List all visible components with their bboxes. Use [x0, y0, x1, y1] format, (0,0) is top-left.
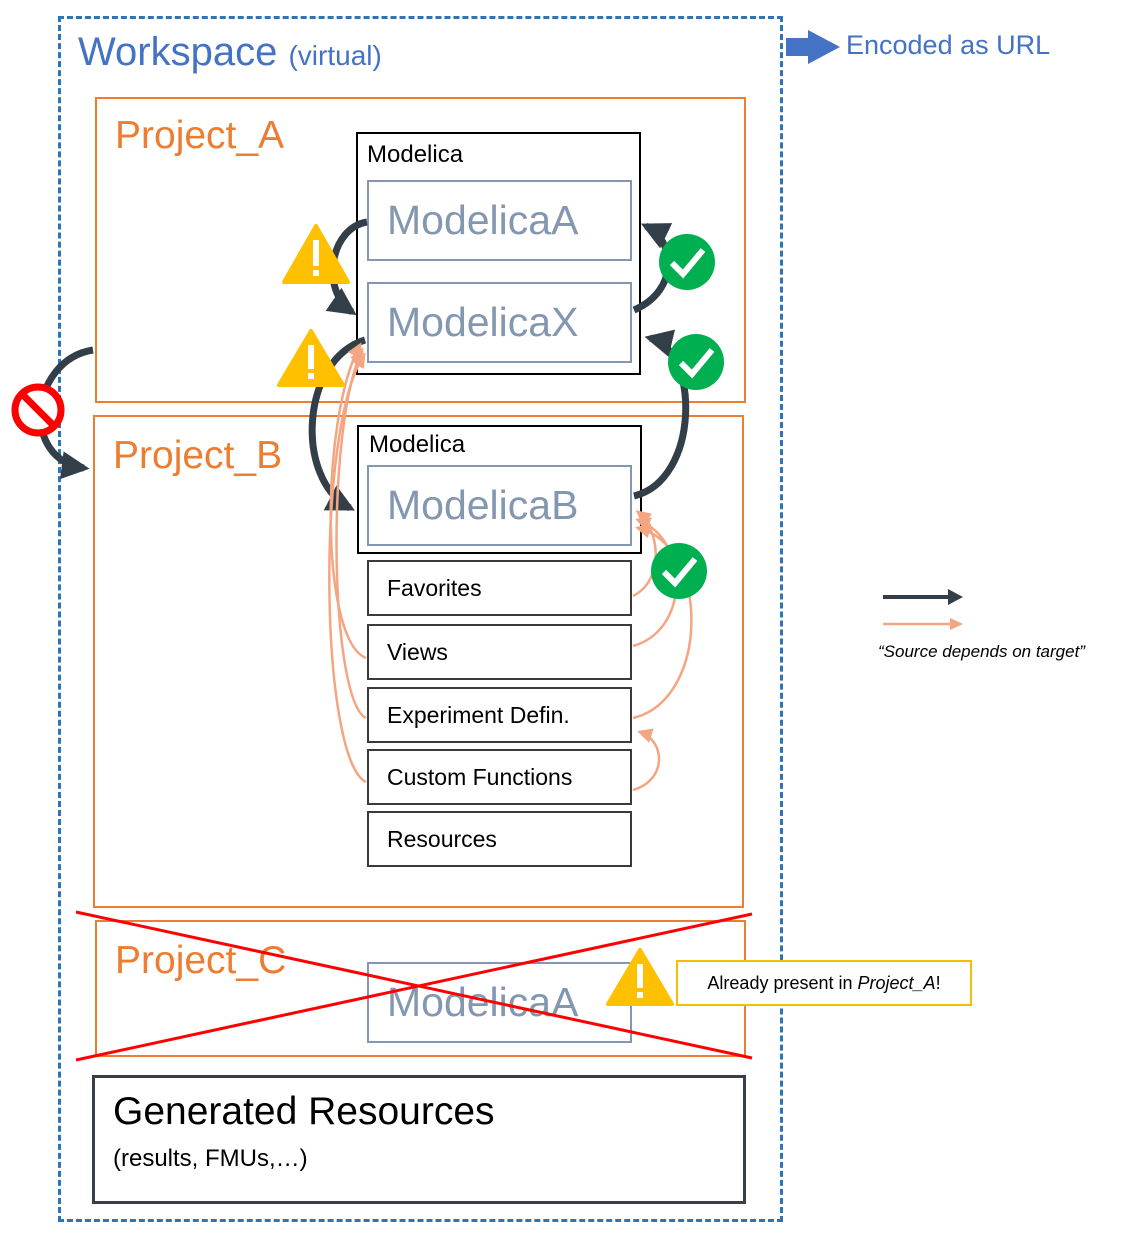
note-prefix: Already present in	[707, 972, 858, 993]
generated-resources-subtitle: (results, FMUs,…)	[113, 1145, 308, 1172]
package-modelica-b[interactable]: ModelicaB	[367, 465, 632, 546]
workspace-subtitle: (virtual)	[288, 40, 382, 71]
item-views[interactable]: Views	[367, 624, 632, 680]
project-c-title: Project_C	[115, 939, 287, 982]
workspace-frame	[58, 16, 783, 1222]
project-a-title: Project_A	[115, 114, 285, 157]
project-a-modelica-title: Modelica	[367, 141, 464, 168]
package-modelica-x[interactable]: ModelicaX	[367, 282, 632, 363]
item-experiment-definitions[interactable]: Experiment Defin.	[367, 687, 632, 743]
project-b-modelica-title: Modelica	[369, 431, 466, 458]
item-favorites[interactable]: Favorites	[367, 560, 632, 616]
duplicate-note: Already present in Project_A!	[676, 960, 972, 1006]
note-emphasis: Project_A	[857, 972, 936, 993]
item-resources[interactable]: Resources	[367, 811, 632, 867]
project-b-title: Project_B	[113, 434, 283, 477]
url-arrow-icon	[786, 30, 840, 64]
url-label: Encoded as URL	[846, 30, 1051, 60]
legend-arrows	[883, 589, 963, 630]
legend-caption: “Source depends on target”	[878, 642, 1085, 661]
generated-resources-box	[92, 1075, 746, 1204]
project-b-frame	[93, 415, 744, 908]
project-a-frame	[95, 97, 746, 403]
item-custom-functions[interactable]: Custom Functions	[367, 749, 632, 805]
project-c-package-modelica-a[interactable]: ModelicaA	[367, 962, 632, 1043]
note-suffix: !	[935, 972, 941, 993]
generated-resources-title: Generated Resources	[113, 1090, 495, 1133]
workspace-title-text: Workspace	[78, 30, 278, 74]
workspace-title: Workspace (virtual)	[78, 30, 382, 75]
package-modelica-a[interactable]: ModelicaA	[367, 180, 632, 261]
forbidden-icon	[11, 383, 65, 437]
